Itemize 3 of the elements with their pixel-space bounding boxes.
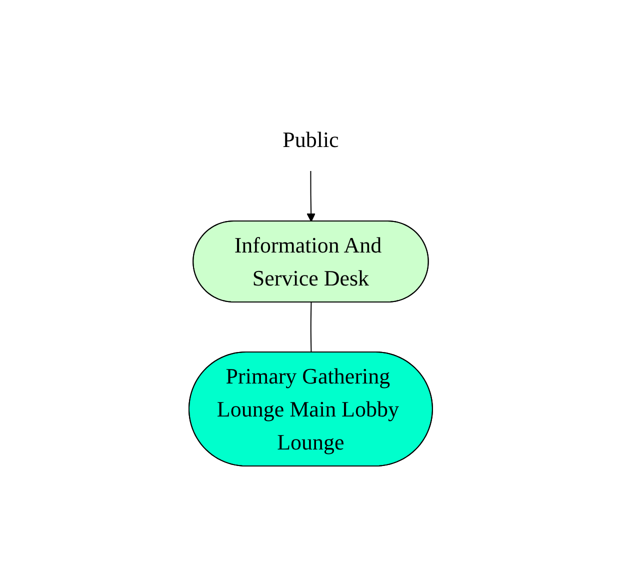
connector	[310, 302, 312, 353]
arrow	[306, 170, 316, 222]
node-text: Public	[282, 127, 339, 152]
